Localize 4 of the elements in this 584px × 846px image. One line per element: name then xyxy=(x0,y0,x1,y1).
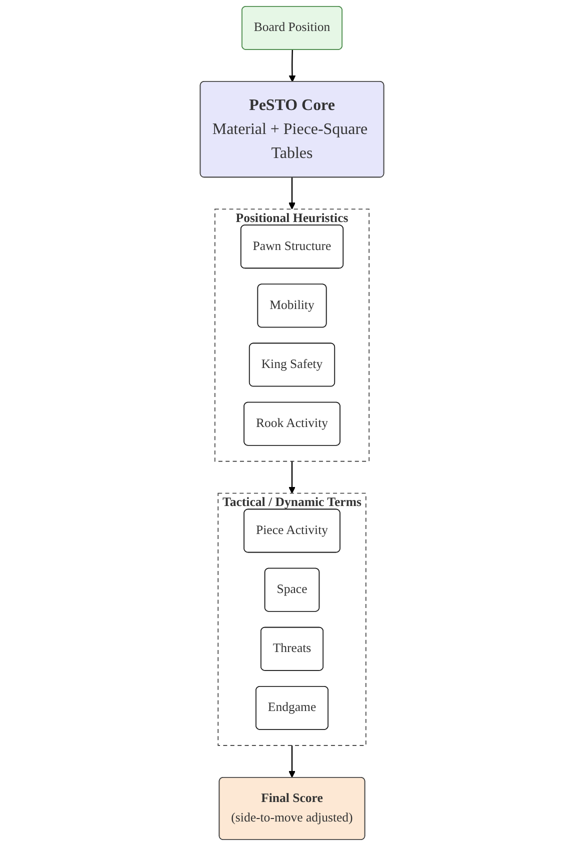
arrow xyxy=(288,177,296,210)
arrow xyxy=(288,461,296,494)
arrow xyxy=(288,50,296,82)
arrow xyxy=(288,745,296,778)
